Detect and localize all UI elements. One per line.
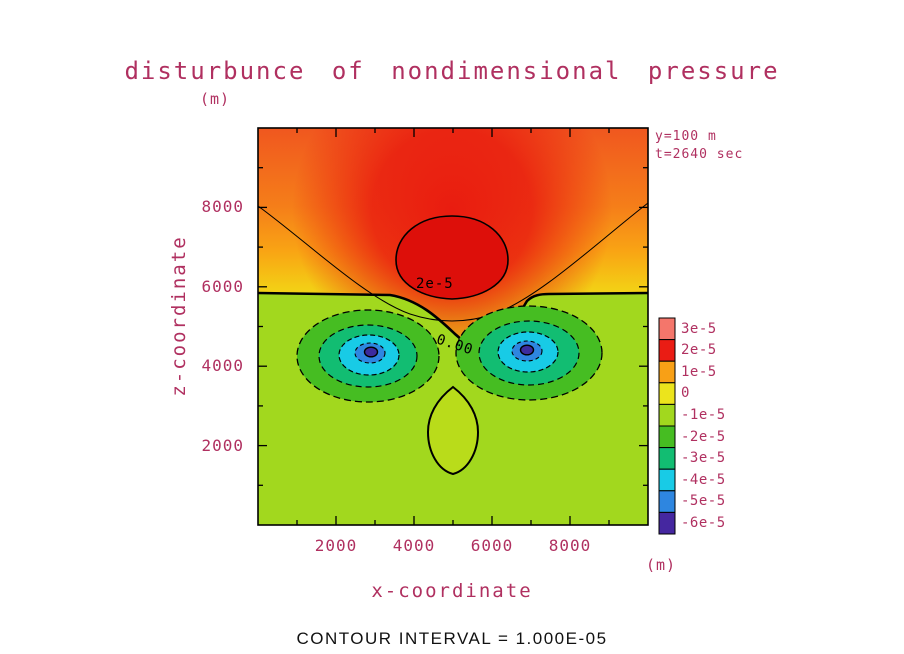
x-tick-label: 8000 xyxy=(548,536,592,555)
contour-zero-oval xyxy=(426,385,480,476)
plot-title: disturbunce of nondimensional pressure xyxy=(124,57,780,85)
right-minimum-eye xyxy=(455,305,603,401)
left-minimum-eye xyxy=(296,309,440,403)
contour-label-2e-5: 2e-5 xyxy=(416,276,454,292)
x-tick-label: 4000 xyxy=(392,536,436,555)
legend-color-box xyxy=(658,360,676,384)
legend-label: -1e-5 xyxy=(681,406,726,423)
legend-label: -3e-5 xyxy=(681,450,726,467)
axis-ticks-layer xyxy=(258,128,648,525)
legend-color-box xyxy=(658,425,676,449)
y-tick-label: 4000 xyxy=(201,356,244,376)
legend-color-box xyxy=(658,339,676,362)
x-tick-label: 2000 xyxy=(314,536,358,555)
y-axis-unit-label: (m) xyxy=(200,90,231,108)
legend-label: 1e-5 xyxy=(681,363,717,380)
contour-field xyxy=(258,128,648,525)
legend-color-box xyxy=(658,403,676,427)
contour-1e-5-line xyxy=(258,202,648,322)
contour-2e-5-blob xyxy=(395,215,509,300)
legend-label: -4e-5 xyxy=(681,471,726,488)
x-axis-unit-label: (m) xyxy=(646,556,677,574)
slice-annotation-y: y=100 m xyxy=(655,129,717,144)
y-tick-label: 8000 xyxy=(201,197,244,217)
left-eye-core xyxy=(363,346,379,358)
y-axis-title: z-coordinate xyxy=(168,235,190,397)
legend-label: 2e-5 xyxy=(681,342,717,359)
legend-color-box xyxy=(658,490,676,513)
legend-label: -5e-5 xyxy=(681,493,726,510)
legend-label: 0 xyxy=(681,385,690,402)
legend-color-box xyxy=(658,511,676,535)
x-tick-label: 6000 xyxy=(470,536,514,555)
slice-annotation-t: t=2640 sec xyxy=(655,147,744,162)
legend-color-box xyxy=(658,317,676,341)
y-tick-label: 6000 xyxy=(201,276,244,296)
right-eye-core xyxy=(519,344,535,356)
legend-color-box xyxy=(658,447,676,470)
colorbar-layer xyxy=(658,317,676,535)
contour-interval-caption: CONTOUR INTERVAL = 1.000E-05 xyxy=(296,629,608,648)
legend-color-box xyxy=(658,382,676,405)
y-tick-label: 2000 xyxy=(201,435,244,455)
x-axis-title: x-coordinate xyxy=(371,580,533,602)
legend-color-box xyxy=(658,468,676,492)
legend-label: -6e-5 xyxy=(681,514,726,531)
legend-label: -2e-5 xyxy=(681,428,726,445)
legend-label: 3e-5 xyxy=(681,320,717,337)
